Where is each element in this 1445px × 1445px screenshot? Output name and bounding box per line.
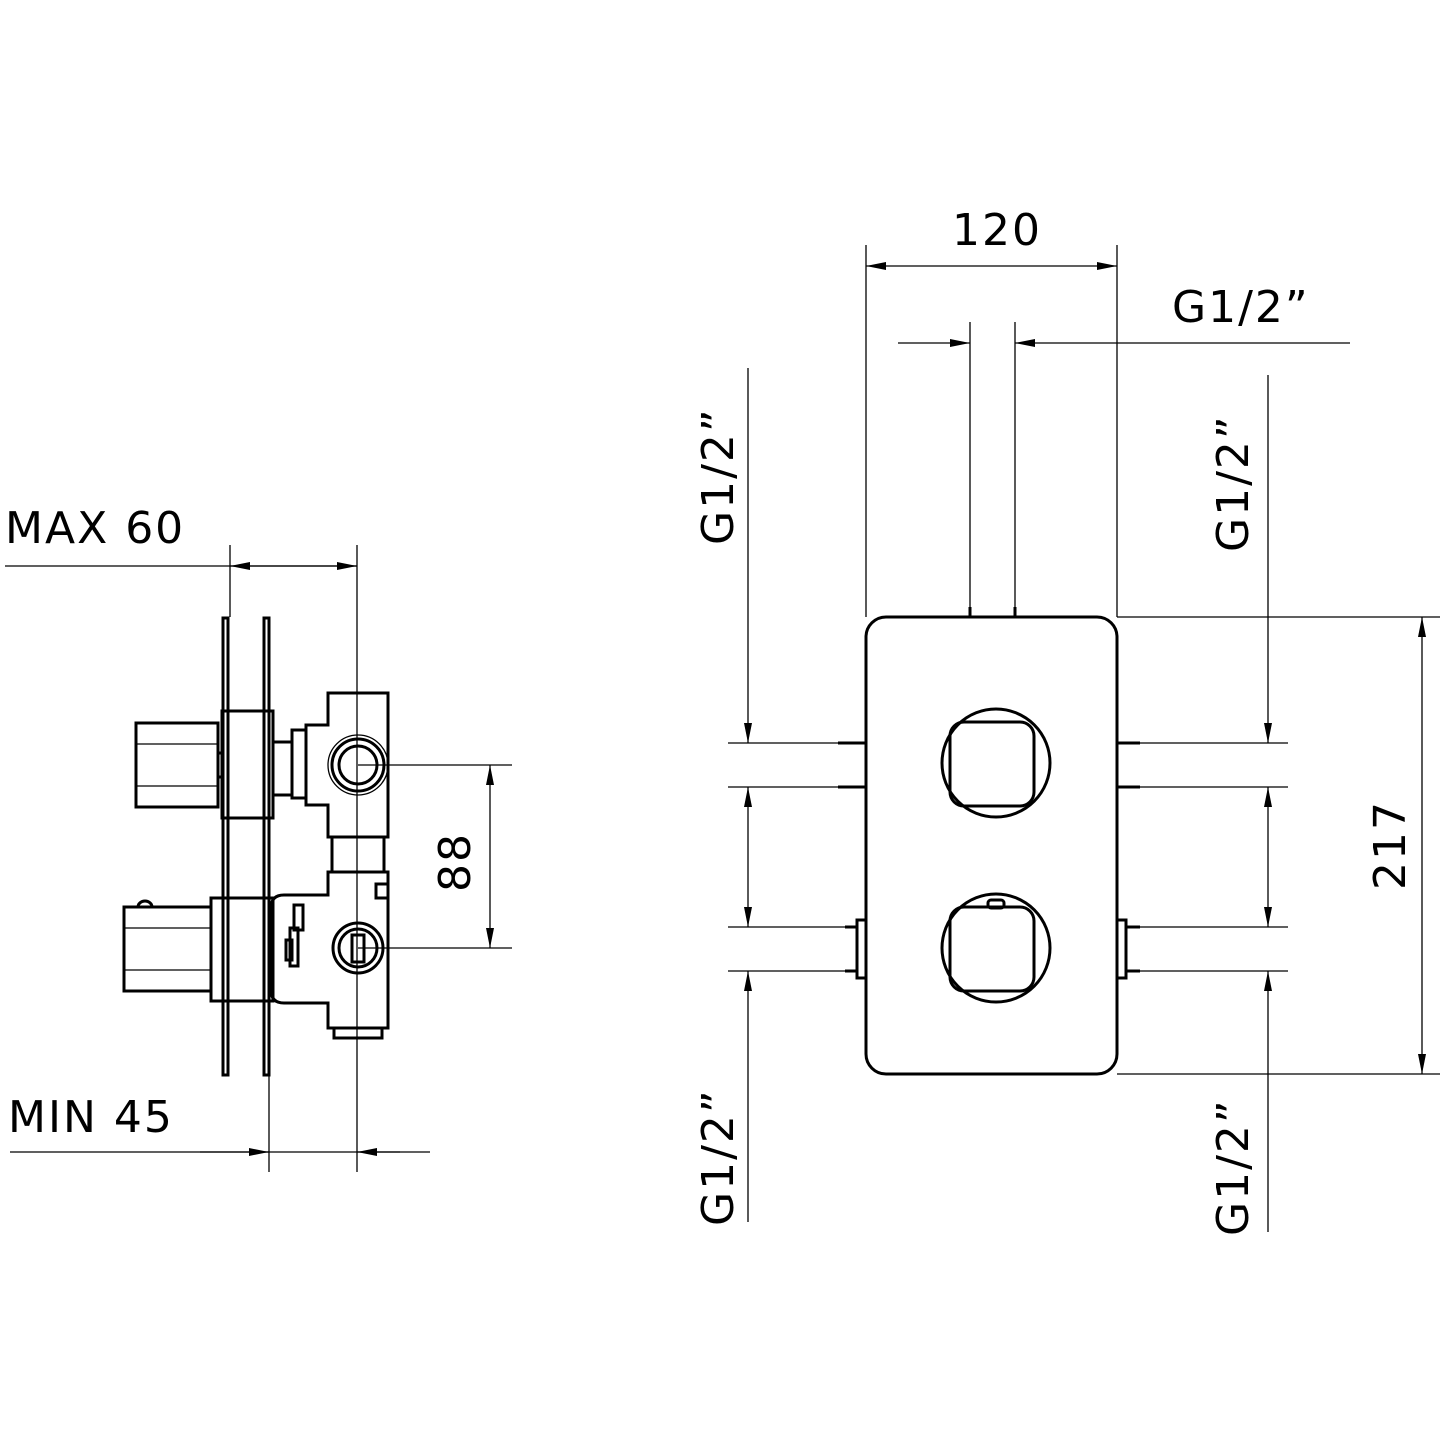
escutcheon-bottom [209, 896, 275, 1003]
min-depth-label: MIN 45 [8, 1092, 174, 1143]
wall-plate [262, 616, 271, 1077]
top-connection-label: G1/2” [1172, 282, 1310, 333]
knob-bottom-front [940, 892, 1052, 1004]
height-label: 217 [1365, 800, 1416, 890]
escutcheon-top [220, 709, 275, 820]
spacing-label: 88 [430, 832, 481, 892]
knob-top-front [940, 707, 1052, 819]
connection-right-top-label: G1/2” [1208, 414, 1259, 552]
width-label: 120 [952, 205, 1042, 256]
connection-right-bottom-label: G1/2” [1208, 1098, 1259, 1236]
cover-plate [864, 615, 1119, 1076]
side-view: MAX 60 MIN 45 [5, 503, 512, 1172]
bottom-nut [332, 1026, 384, 1040]
connection-left-bottom-label: G1/2” [693, 1088, 744, 1226]
knob-bottom [122, 905, 213, 993]
valve-body-bottom [269, 870, 390, 1030]
front-view: 120 G1/2” [693, 205, 1440, 1236]
max-depth-label: MAX 60 [5, 503, 185, 554]
valve-body-top [304, 691, 390, 839]
connection-left-top-label: G1/2” [693, 407, 744, 545]
wall-plate [221, 616, 230, 1077]
knob-top [134, 721, 220, 809]
